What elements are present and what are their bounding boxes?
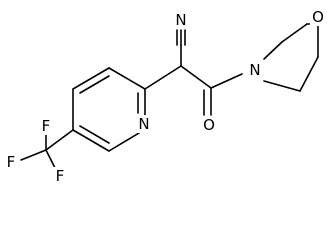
atom-n-nitrile: N <box>175 11 186 29</box>
bond-c5-c6 <box>72 129 110 152</box>
bond-c2-ch <box>144 65 182 90</box>
bond-c3-c4 <box>72 67 110 90</box>
bond-cf3-f-left <box>20 149 47 161</box>
bond-ch-co <box>180 65 212 89</box>
bond-c5-c6-double <box>79 125 110 144</box>
bond-c3-c4-double <box>79 75 110 94</box>
bond-c5-cf3 <box>45 129 74 151</box>
atom-n-pyridine: N <box>138 115 149 133</box>
bond-morph-c3-c4 <box>299 56 319 92</box>
bond-morph-c1-c2 <box>281 23 308 43</box>
bond-c2-c3 <box>108 67 146 90</box>
atom-f-left: F <box>7 153 16 171</box>
chemical-structure-diagram: N F F F N O N O <box>3 8 326 185</box>
atom-o-morpholine: O <box>312 8 324 26</box>
atom-n-morpholine: N <box>249 61 260 79</box>
bond-morph-c4-n <box>263 80 301 92</box>
bond-morph-n-c1 <box>263 41 283 60</box>
bonds <box>20 23 319 171</box>
atom-f-bottom: F <box>56 167 65 185</box>
atom-o-carbonyl: O <box>203 116 215 134</box>
bond-co-n <box>210 73 243 89</box>
atom-f-top: F <box>42 117 51 135</box>
bond-c6-n1 <box>108 132 140 152</box>
bond-cf3-f-bottom <box>45 149 57 171</box>
atom-labels: N F F F N O N O <box>3 8 326 185</box>
